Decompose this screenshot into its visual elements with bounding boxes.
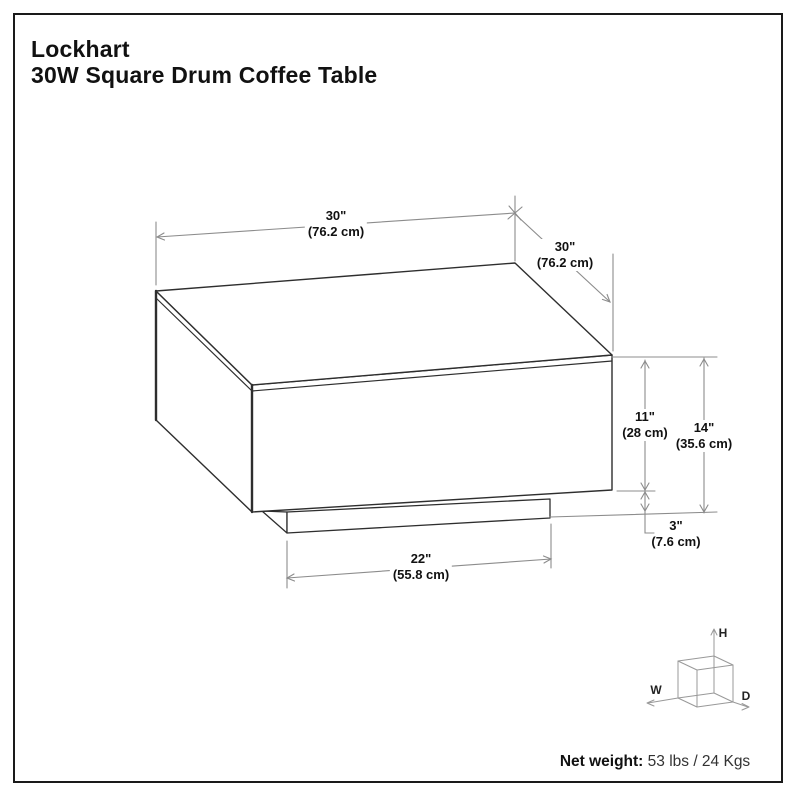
- depth-axis: [732, 701, 749, 708]
- table-top-face: [155, 262, 613, 386]
- width-axis: [647, 697, 679, 704]
- axis-label-depth: D: [741, 689, 751, 703]
- axis-label-width: W: [650, 683, 662, 697]
- net-weight-label: Net weight:: [559, 753, 644, 770]
- axis-label-height: H: [718, 626, 728, 640]
- axis-cube-icon: [646, 628, 750, 711]
- dimension-label-top-width: 30" (76.2 cm): [304, 208, 368, 240]
- dimension-label-base-width: 22" (55.8 cm): [389, 551, 453, 583]
- table-base-front-face: [286, 498, 551, 534]
- table-drawing: [154, 262, 613, 534]
- dimension-label-top-depth: 30" (76.2 cm): [533, 239, 597, 271]
- product-title: 30W Square Drum Coffee Table: [31, 62, 378, 88]
- page-title: Lockhart 30W Square Drum Coffee Table: [31, 36, 377, 88]
- net-weight: Net weight: 53 lbs / 24 Kgs: [560, 753, 750, 771]
- net-weight-value: 53 lbs / 24 Kgs: [643, 753, 751, 770]
- dimension-label-total-height: 14" (35.6 cm): [672, 420, 736, 452]
- table-base-left-face: [261, 510, 288, 534]
- dimension-label-base-height: 3" (7.6 cm): [651, 518, 701, 549]
- brand-title: Lockhart: [31, 36, 130, 62]
- dimension-label-body-height: 11" (28 cm): [619, 409, 671, 441]
- dimension-lines: [155, 195, 718, 589]
